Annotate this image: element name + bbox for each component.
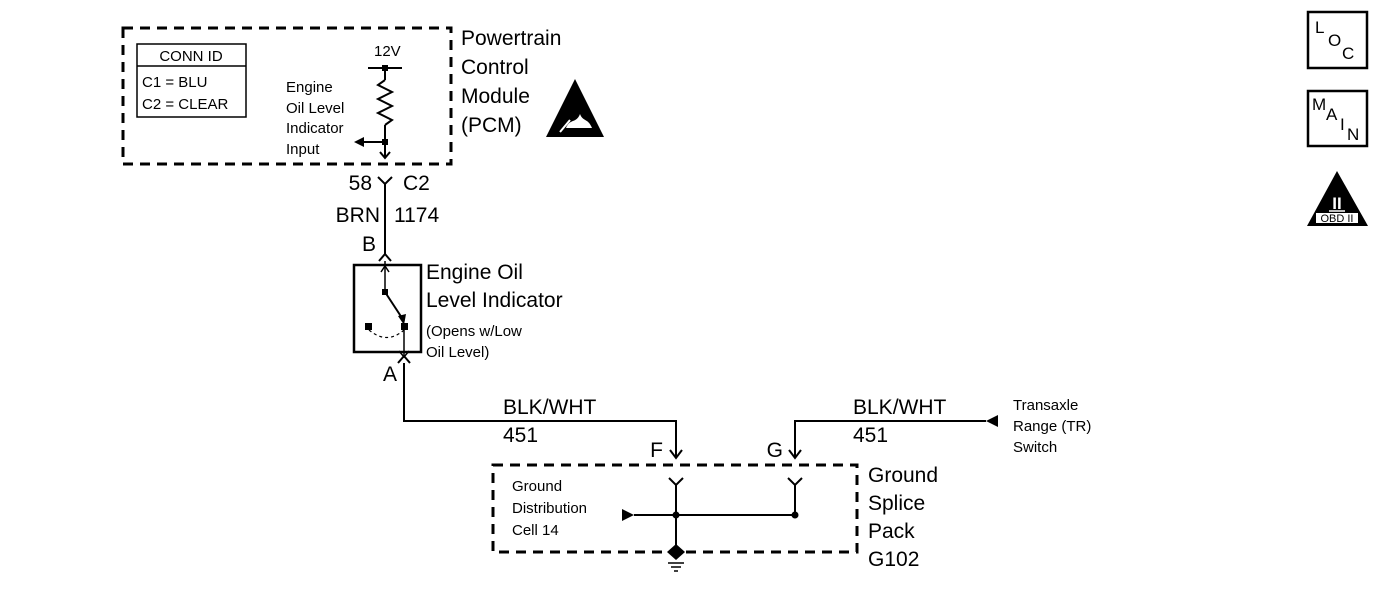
ground-distribution-arrow-icon bbox=[622, 509, 634, 521]
pcm-connector: 58 C2 bbox=[349, 172, 430, 195]
pcm-name-line-2: Control bbox=[461, 56, 529, 79]
indicator-box bbox=[352, 263, 423, 354]
wire-451-right-color: BLK/WHT bbox=[853, 396, 947, 419]
main-badge[interactable]: M A I N bbox=[1306, 89, 1369, 148]
wire-1174-circuit: 1174 bbox=[394, 204, 439, 227]
wire-451-right: BLK/WHT 451 G bbox=[767, 396, 998, 462]
main-letter-n: N bbox=[1347, 125, 1359, 144]
conn-id-row-c2: C2 = CLEAR bbox=[142, 96, 228, 113]
obd-ii-badge[interactable]: II OBD II bbox=[1307, 171, 1368, 226]
splice-pin-f: F bbox=[650, 439, 663, 462]
pcm-name-line-3: Module bbox=[461, 85, 530, 108]
pcm-name-line-1: Powertrain bbox=[461, 27, 561, 50]
wire-1174-color: BRN bbox=[336, 204, 380, 227]
pcm-module: CONN ID C1 = BLU C2 = CLEAR 12V Engine O… bbox=[121, 26, 604, 166]
obd-ii-symbol: II bbox=[1332, 194, 1341, 213]
conn-id-table: CONN ID C1 = BLU C2 = CLEAR bbox=[136, 43, 247, 118]
splice-name-line-2: Splice bbox=[868, 492, 925, 515]
conn-id-title: CONN ID bbox=[159, 48, 223, 65]
splice-name-line-4: G102 bbox=[868, 548, 919, 571]
indicator-note-line-1: (Opens w/Low bbox=[426, 323, 522, 340]
indicator-pin-b: B bbox=[362, 233, 376, 256]
transaxle-line-1: Transaxle bbox=[1013, 397, 1078, 414]
loc-badge[interactable]: L O C bbox=[1306, 10, 1369, 70]
indicator-name-line-1: Engine Oil bbox=[426, 261, 523, 284]
wire-451-right-circuit: 451 bbox=[853, 424, 888, 447]
pcm-pin-number: 58 bbox=[349, 172, 372, 195]
transaxle-connection-arrow-icon bbox=[986, 415, 998, 427]
pcm-input-line-2: Oil Level bbox=[286, 100, 344, 117]
conn-id-row-c1: C1 = BLU bbox=[142, 74, 207, 91]
ground-splice-pack: Ground Distribution Cell 14 Ground Splic… bbox=[491, 463, 938, 572]
main-letter-m: M bbox=[1312, 95, 1326, 114]
wire-451-left: BLK/WHT 451 F bbox=[403, 363, 683, 462]
loc-letter-l: L bbox=[1315, 18, 1324, 37]
cell-line-2: Distribution bbox=[512, 500, 587, 517]
transaxle-line-3: Switch bbox=[1013, 439, 1057, 456]
indicator-note-line-2: Oil Level) bbox=[426, 344, 489, 361]
pcm-input-line-3: Indicator bbox=[286, 120, 344, 137]
obd-ii-text: OBD II bbox=[1320, 213, 1353, 225]
pcm-name-line-4: (PCM) bbox=[461, 114, 522, 137]
pcm-dashed-boundary bbox=[121, 26, 453, 166]
pcm-connector-id: C2 bbox=[403, 172, 430, 195]
indicator-name-line-2: Level Indicator bbox=[426, 289, 563, 312]
pull-up-resistor bbox=[354, 65, 402, 160]
loc-letter-o: O bbox=[1328, 31, 1341, 50]
loc-letter-c: C bbox=[1342, 44, 1354, 63]
main-letter-a: A bbox=[1326, 105, 1338, 124]
input-arrow-icon bbox=[354, 137, 364, 147]
wire-451-left-color: BLK/WHT bbox=[503, 396, 597, 419]
voltage-label: 12V bbox=[374, 43, 401, 60]
pcm-input-line-1: Engine bbox=[286, 79, 333, 96]
transaxle-line-2: Range (TR) bbox=[1013, 418, 1091, 435]
esd-warning-icon bbox=[546, 79, 604, 137]
indicator-pin-a: A bbox=[383, 363, 397, 386]
wire-451-left-circuit: 451 bbox=[503, 424, 538, 447]
wire-1174: BRN 1174 bbox=[336, 184, 439, 254]
splice-name-line-3: Pack bbox=[868, 520, 915, 543]
splice-pin-g: G bbox=[767, 439, 783, 462]
main-letter-i: I bbox=[1340, 115, 1345, 134]
transaxle-range-switch-label: Transaxle Range (TR) Switch bbox=[1013, 397, 1091, 456]
engine-oil-level-indicator: B A Engine Oil Level Indicator (Opens w/… bbox=[352, 233, 563, 386]
pcm-input-line-4: Input bbox=[286, 141, 320, 158]
splice-name-line-1: Ground bbox=[868, 464, 938, 487]
ground-icon bbox=[667, 544, 685, 572]
cell-line-1: Ground bbox=[512, 478, 562, 495]
cell-line-3: Cell 14 bbox=[512, 522, 559, 539]
